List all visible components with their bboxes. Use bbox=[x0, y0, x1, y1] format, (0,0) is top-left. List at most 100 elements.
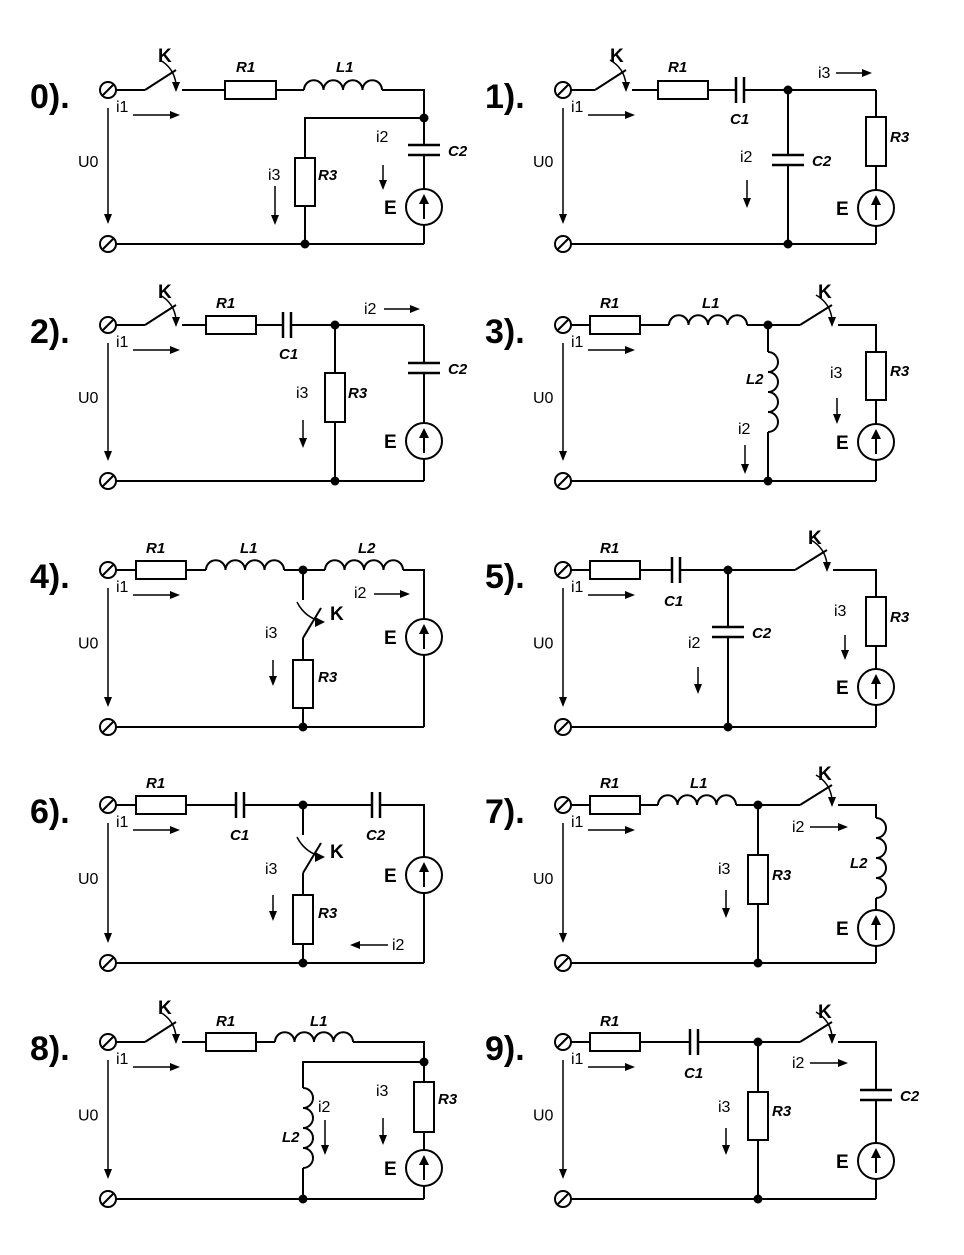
switch-arc-head bbox=[172, 1034, 180, 1044]
label-C1: C1 bbox=[279, 346, 298, 363]
switch-K bbox=[296, 601, 325, 639]
label-i2: i2 bbox=[792, 1055, 805, 1072]
label-U0: U0 bbox=[78, 154, 99, 171]
label-E: E bbox=[384, 866, 397, 887]
switch-K bbox=[799, 1011, 836, 1044]
terminal bbox=[554, 1033, 572, 1051]
switch-K bbox=[144, 1011, 180, 1044]
diagram-number: 5). bbox=[485, 558, 525, 596]
label-i2: i2 bbox=[364, 301, 377, 318]
label-E: E bbox=[836, 919, 849, 940]
resistor-R3 bbox=[747, 1091, 769, 1141]
arrow-head bbox=[625, 346, 635, 354]
arrow-head bbox=[741, 464, 749, 474]
label-U0: U0 bbox=[533, 154, 554, 171]
terminal-slash bbox=[557, 1193, 569, 1205]
arrow-head bbox=[104, 697, 112, 707]
inductor-L2 bbox=[767, 351, 779, 433]
label-i1: i1 bbox=[116, 1051, 129, 1068]
label-i2: i2 bbox=[354, 585, 367, 602]
current-arrow-i1 bbox=[133, 111, 180, 119]
voltage-source-E bbox=[405, 856, 443, 894]
wire bbox=[838, 1041, 877, 1090]
terminal bbox=[554, 1190, 572, 1208]
switch-arc-head bbox=[172, 317, 180, 327]
label-i3: i3 bbox=[818, 65, 831, 82]
terminal bbox=[554, 954, 572, 972]
resistor-R3 bbox=[292, 659, 314, 709]
inductor-L1 bbox=[303, 79, 383, 91]
terminal bbox=[554, 81, 572, 99]
current-arrow-i1 bbox=[588, 826, 635, 834]
arrow-head bbox=[833, 414, 841, 424]
arrow-head bbox=[625, 111, 635, 119]
label-R3: R3 bbox=[772, 867, 792, 884]
terminal bbox=[99, 81, 117, 99]
terminal bbox=[99, 472, 117, 490]
capacitor-C1 bbox=[688, 1029, 700, 1055]
resistor-R3 bbox=[865, 351, 887, 401]
switch-arc bbox=[810, 539, 828, 565]
switch-K bbox=[144, 294, 180, 327]
switch-arc-head bbox=[828, 797, 836, 807]
current-arrow-i1 bbox=[588, 591, 635, 599]
resistor-R1 bbox=[589, 315, 641, 335]
switch-K bbox=[594, 59, 630, 92]
label-R1: R1 bbox=[600, 540, 619, 557]
wire bbox=[838, 804, 877, 818]
label-R1: R1 bbox=[668, 59, 687, 76]
label-i1: i1 bbox=[571, 334, 584, 351]
capacitor-C1 bbox=[734, 77, 746, 103]
label-K: K bbox=[818, 764, 832, 785]
source-arrow-head bbox=[419, 862, 429, 872]
label-L2: L2 bbox=[746, 371, 764, 388]
current-arrow-i1 bbox=[588, 346, 635, 354]
resistor-R3 bbox=[747, 854, 769, 905]
current-arrow-i3 bbox=[836, 69, 872, 77]
arrow-head bbox=[299, 438, 307, 448]
switch-arc bbox=[159, 1011, 177, 1037]
resistor-R1 bbox=[205, 1032, 257, 1052]
current-arrow-i2 bbox=[810, 823, 848, 831]
label-K: K bbox=[158, 282, 172, 303]
arrow-head bbox=[271, 215, 279, 225]
label-i1: i1 bbox=[116, 334, 129, 351]
label-R1: R1 bbox=[600, 295, 619, 312]
resistor-R3 bbox=[324, 372, 346, 423]
resistor-R1 bbox=[205, 315, 257, 335]
label-i2: i2 bbox=[392, 937, 405, 954]
terminal bbox=[554, 561, 572, 579]
label-R3: R3 bbox=[348, 385, 368, 402]
inductor-L1 bbox=[274, 1031, 354, 1043]
resistor-R1 bbox=[135, 795, 187, 815]
voltage-arrow-U0 bbox=[104, 823, 112, 943]
label-i3: i3 bbox=[718, 861, 731, 878]
switch-arc bbox=[815, 1011, 833, 1037]
arrow-head bbox=[559, 933, 567, 943]
inductor-L1 bbox=[205, 559, 285, 571]
junction-dot bbox=[753, 1194, 763, 1204]
switch-arc-head bbox=[172, 82, 180, 92]
terminal bbox=[99, 796, 117, 814]
arrow-head bbox=[321, 1145, 329, 1155]
label-i1: i1 bbox=[571, 99, 584, 116]
capacitor-C1 bbox=[234, 792, 246, 818]
label-R1: R1 bbox=[236, 59, 255, 76]
switch-blade bbox=[799, 1021, 833, 1043]
terminal bbox=[99, 561, 117, 579]
source-arrow-head bbox=[871, 674, 881, 684]
label-C1: C1 bbox=[684, 1065, 703, 1082]
wire bbox=[304, 117, 424, 158]
label-C2: C2 bbox=[448, 143, 468, 160]
voltage-source-E bbox=[857, 668, 895, 706]
current-arrow-i3 bbox=[722, 1128, 730, 1155]
terminal-slash bbox=[557, 475, 569, 487]
current-arrow-i1 bbox=[588, 111, 635, 119]
terminal-slash bbox=[102, 1036, 114, 1048]
switch-arc bbox=[815, 294, 833, 320]
label-R3: R3 bbox=[318, 905, 338, 922]
inductor-L1 bbox=[657, 794, 737, 806]
